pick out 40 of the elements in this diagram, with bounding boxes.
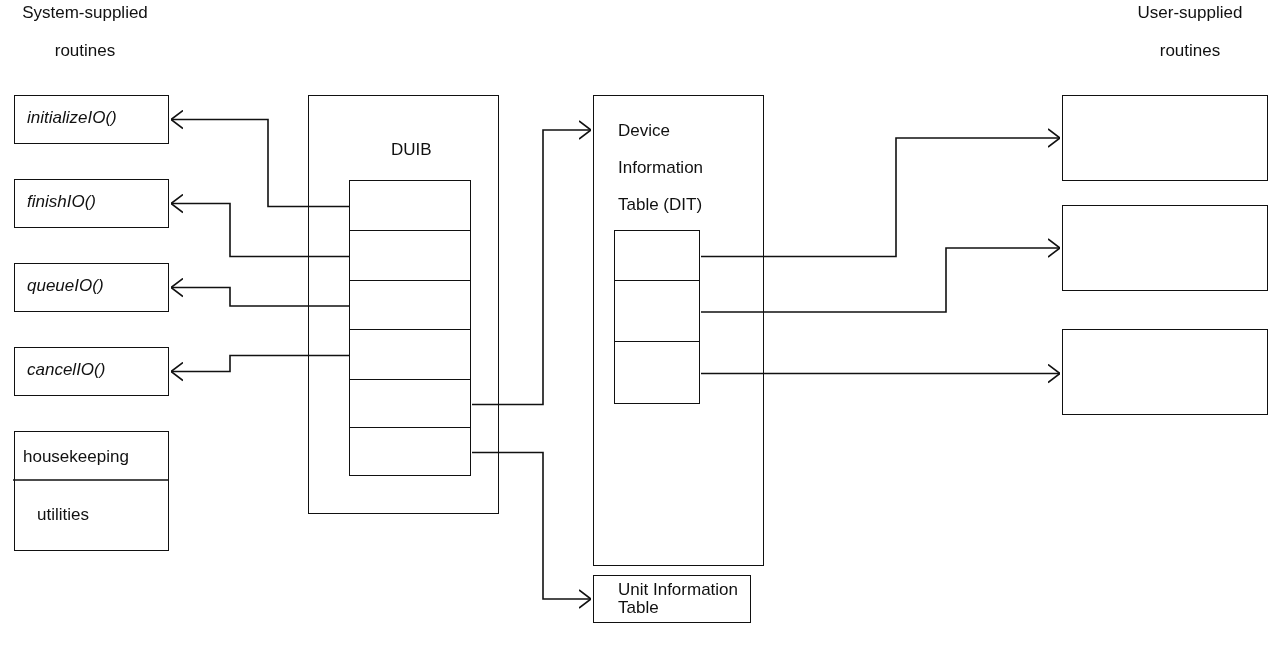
table-slot	[349, 230, 472, 282]
arrow	[471, 451, 592, 609]
node-label: housekeeping	[23, 447, 129, 467]
table-box	[593, 95, 764, 566]
node-label: Device Information Table (DIT)	[618, 120, 705, 216]
routine-box	[14, 263, 169, 312]
routine-box	[1062, 95, 1268, 181]
table-slot	[349, 379, 472, 429]
table-box	[593, 575, 751, 623]
table-slot	[349, 280, 472, 331]
arrow	[170, 354, 351, 382]
table-slot	[614, 230, 701, 282]
routine-box	[14, 179, 169, 228]
node-label: Unit Information Table	[618, 581, 739, 617]
node-label: initializeIO()	[27, 108, 117, 128]
routine-box	[14, 347, 169, 396]
arrow	[471, 120, 592, 406]
arrow	[700, 128, 1061, 258]
node-label: cancelIO()	[27, 360, 106, 380]
table-slot	[614, 341, 701, 405]
node-label: utilities	[37, 505, 89, 525]
table-slot	[349, 427, 472, 477]
arrow	[700, 238, 1061, 313]
routine-box	[1062, 205, 1268, 291]
node-label: queueIO()	[27, 276, 104, 296]
table-slot	[349, 180, 472, 232]
node-label: finishIO()	[27, 192, 96, 212]
arrow	[170, 277, 351, 307]
routine-box	[1062, 329, 1268, 415]
arrow	[700, 363, 1061, 384]
table-slot	[614, 280, 701, 343]
column-heading: User-supplied routines	[1136, 2, 1244, 62]
table-box	[308, 95, 499, 514]
routine-box	[14, 95, 169, 144]
routine-box	[14, 431, 169, 551]
arrow	[170, 109, 351, 208]
node-label: DUIB	[391, 140, 432, 160]
table-slot	[349, 329, 472, 381]
arrow	[170, 193, 351, 258]
column-heading: System-supplied routines	[21, 2, 149, 62]
